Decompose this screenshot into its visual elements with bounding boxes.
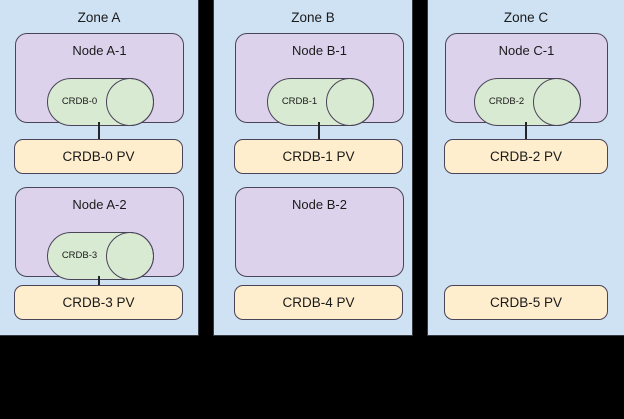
zone-c-title: Zone C [503,10,549,25]
pv-crdb-1[interactable]: CRDB-1 PV [234,139,403,174]
zone-panel-c[interactable]: Zone C Node C-1 CRDB-2 CRDB-2 PV CRDB-5 … [427,0,624,336]
connector-crdb-0-to-pv [98,122,100,140]
database-crdb-1-label: CRDB-1 [281,96,318,107]
pv-crdb-0-label: CRDB-0 PV [62,148,135,164]
node-c-1-title: Node C-1 [498,43,555,58]
database-crdb-1[interactable]: CRDB-1 [267,78,374,126]
database-crdb-2[interactable]: CRDB-2 [474,78,581,126]
database-crdb-0-label: CRDB-0 [61,96,98,107]
database-crdb-0[interactable]: CRDB-0 [47,78,154,126]
cylinder-cap-icon [533,78,581,126]
node-a-2-title: Node A-2 [72,197,127,212]
zone-panel-b[interactable]: Zone B Node B-1 CRDB-1 CRDB-1 PV Node B-… [213,0,413,336]
node-b-1[interactable]: Node B-1 CRDB-1 [235,33,404,126]
zone-a-title: Zone A [77,10,121,25]
pv-crdb-2[interactable]: CRDB-2 PV [444,139,608,174]
database-crdb-3[interactable]: CRDB-3 [47,232,154,280]
pv-crdb-1-label: CRDB-1 PV [282,148,355,164]
pv-crdb-0[interactable]: CRDB-0 PV [14,139,183,174]
node-c-1[interactable]: Node C-1 CRDB-2 [445,33,608,126]
pv-crdb-3[interactable]: CRDB-3 PV [14,285,183,320]
node-b-2[interactable]: Node B-2 [235,187,404,277]
zone-panel-a[interactable]: Zone A Node A-1 CRDB-0 CRDB-0 PV Node A-… [0,0,199,336]
node-a-1[interactable]: Node A-1 CRDB-0 [15,33,184,126]
database-crdb-3-label: CRDB-3 [61,250,98,261]
cylinder-cap-icon [106,78,154,126]
database-crdb-2-label: CRDB-2 [488,96,525,107]
connector-crdb-2-to-pv [525,122,527,140]
node-b-1-title: Node B-1 [292,43,347,58]
pv-crdb-5-label: CRDB-5 PV [489,294,562,310]
pv-crdb-2-label: CRDB-2 PV [489,148,562,164]
connector-crdb-1-to-pv [318,122,320,140]
node-a-1-title: Node A-1 [72,43,127,58]
cylinder-cap-icon [326,78,374,126]
pv-crdb-3-label: CRDB-3 PV [62,294,135,310]
connector-crdb-3-to-pv [98,276,100,293]
pv-crdb-4-label: CRDB-4 PV [282,294,355,310]
node-b-2-title: Node B-2 [292,197,347,212]
pv-crdb-4[interactable]: CRDB-4 PV [234,285,403,320]
node-a-2[interactable]: Node A-2 CRDB-3 [15,187,184,280]
pv-crdb-5[interactable]: CRDB-5 PV [444,285,608,320]
cylinder-cap-icon [106,232,154,280]
zone-b-title: Zone B [291,10,335,25]
